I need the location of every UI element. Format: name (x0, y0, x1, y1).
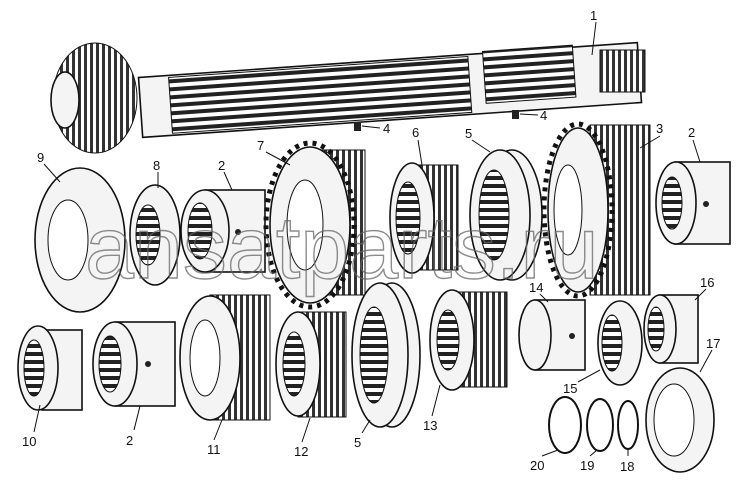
flanged-bushing-10 (17, 325, 83, 411)
ring-15 (597, 300, 643, 386)
callout-9: 9 (37, 150, 44, 165)
sleeve-5-mid (469, 149, 543, 281)
callout-14: 14 (529, 280, 543, 295)
leader-lines (33, 21, 713, 457)
callout-13: 13 (423, 418, 437, 433)
ring-8 (129, 184, 181, 286)
bearing-9 (34, 167, 126, 313)
watermark: ansatparts.ru (85, 198, 599, 297)
gear-6 (389, 162, 459, 274)
bushing-16 (643, 294, 699, 364)
splined-shaft (50, 41, 646, 154)
bushing-14 (518, 299, 586, 371)
callout-5a: 5 (465, 126, 472, 141)
callout-3: 3 (656, 121, 663, 136)
callout-20: 20 (530, 458, 544, 473)
callout-4b: 4 (540, 108, 547, 123)
bushing-2-mid (180, 189, 266, 273)
gear-12 (275, 311, 347, 418)
callout-12: 12 (294, 444, 308, 459)
shims (548, 396, 639, 454)
bearing-17 (645, 367, 715, 473)
callout-10: 10 (22, 434, 36, 449)
callout-5b: 5 (354, 435, 361, 450)
callout-11: 11 (207, 442, 221, 457)
callout-1: 1 (590, 8, 597, 23)
gear-7 (263, 140, 366, 310)
pins (354, 110, 519, 131)
callout-18: 18 (620, 459, 634, 474)
gear-3 (541, 121, 651, 299)
callout-2c: 2 (126, 433, 133, 448)
callout-2b: 2 (218, 158, 225, 173)
callout-19: 19 (580, 458, 594, 473)
bushing-2-right (655, 161, 731, 245)
gear-11 (179, 294, 271, 421)
callout-16: 16 (700, 275, 714, 290)
callout-6: 6 (412, 125, 419, 140)
callout-4a: 4 (383, 121, 390, 136)
sleeve-5-bottom (351, 282, 421, 428)
callout-7: 7 (257, 138, 264, 153)
gear-13 (429, 289, 508, 391)
bushing-2-bottom (92, 321, 176, 407)
callout-2a: 2 (688, 125, 695, 140)
callout-8: 8 (153, 158, 160, 173)
callout-17: 17 (706, 336, 720, 351)
callout-15: 15 (563, 381, 577, 396)
